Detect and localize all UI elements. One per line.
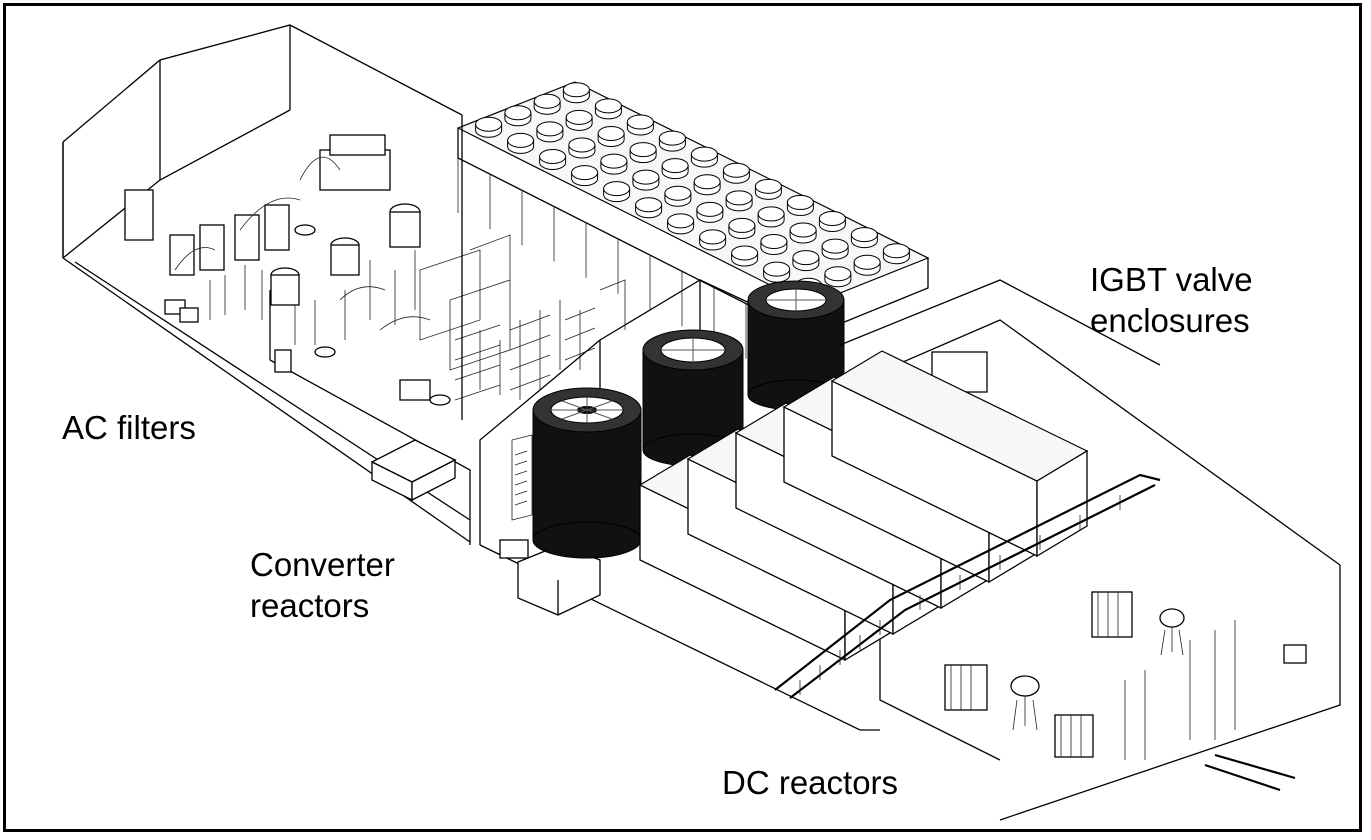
cooling-fan <box>562 82 590 98</box>
cooling-fan <box>728 217 756 233</box>
cooling-fan <box>821 238 849 254</box>
cooling-fan <box>507 132 535 148</box>
cooling-fan <box>696 201 724 217</box>
cooling-fan <box>760 234 788 250</box>
cooling-fan <box>693 174 721 190</box>
cooling-fan <box>725 190 753 206</box>
cooling-fan <box>504 105 532 121</box>
cooling-fan <box>658 130 686 146</box>
cooling-fan <box>533 93 561 109</box>
cooling-fan <box>539 148 567 164</box>
cooling-fan <box>763 261 791 277</box>
cooling-fan <box>632 169 660 185</box>
cooling-fan <box>722 162 750 178</box>
igbt-valve-enclosures <box>638 350 1089 662</box>
lattice-panel <box>514 450 528 506</box>
label-converter-reactors: Converter reactors <box>250 546 395 624</box>
cooling-fan <box>626 114 654 130</box>
cooling-fan <box>603 181 631 197</box>
dc-reactor-equipment <box>944 591 1296 792</box>
cooling-fan <box>597 125 625 141</box>
cooling-fan <box>475 116 503 132</box>
cooling-fan <box>635 197 663 213</box>
cooling-fan <box>536 121 564 137</box>
label-dc-reactors: DC reactors <box>722 764 899 801</box>
cooling-fan <box>786 194 814 210</box>
cooling-fan <box>882 243 910 259</box>
auxiliary-box <box>370 439 457 502</box>
cooling-fan <box>731 245 759 261</box>
cooling-fan <box>789 222 817 238</box>
reactor-coil-1 <box>532 387 642 559</box>
cooling-fan <box>664 185 692 201</box>
cooling-fan <box>690 146 718 162</box>
reactor-hall <box>461 115 880 731</box>
walkway <box>774 473 1161 699</box>
cooling-fan <box>667 213 695 229</box>
reactor-coil-3 <box>747 280 845 411</box>
cooling-fan <box>818 211 846 227</box>
cooling-fan <box>600 153 628 169</box>
cooling-fan <box>594 98 622 114</box>
ac-filter-hall <box>62 24 626 545</box>
cooling-fan <box>568 137 596 153</box>
cooling-fan <box>853 254 881 270</box>
cooling-fan <box>565 109 593 125</box>
cooling-fan <box>850 227 878 243</box>
cooling-fan <box>699 229 727 245</box>
cooling-fan <box>754 178 782 194</box>
label-igbt-valve-enclosures: IGBT valve enclosures <box>1090 261 1253 339</box>
cooling-fan <box>629 142 657 158</box>
cooling-fan-array <box>456 81 930 391</box>
cooling-fan <box>571 165 599 181</box>
cooling-fan <box>661 158 689 174</box>
converter-reactors <box>532 280 845 559</box>
ac-filter-equipment <box>169 134 626 406</box>
cooling-fan <box>757 206 785 222</box>
valve-enclosure <box>830 350 1089 558</box>
cooling-fan <box>792 250 820 266</box>
cooling-fan <box>824 266 852 282</box>
label-ac-filters: AC filters <box>62 409 196 446</box>
figure-frame <box>3 3 1362 832</box>
